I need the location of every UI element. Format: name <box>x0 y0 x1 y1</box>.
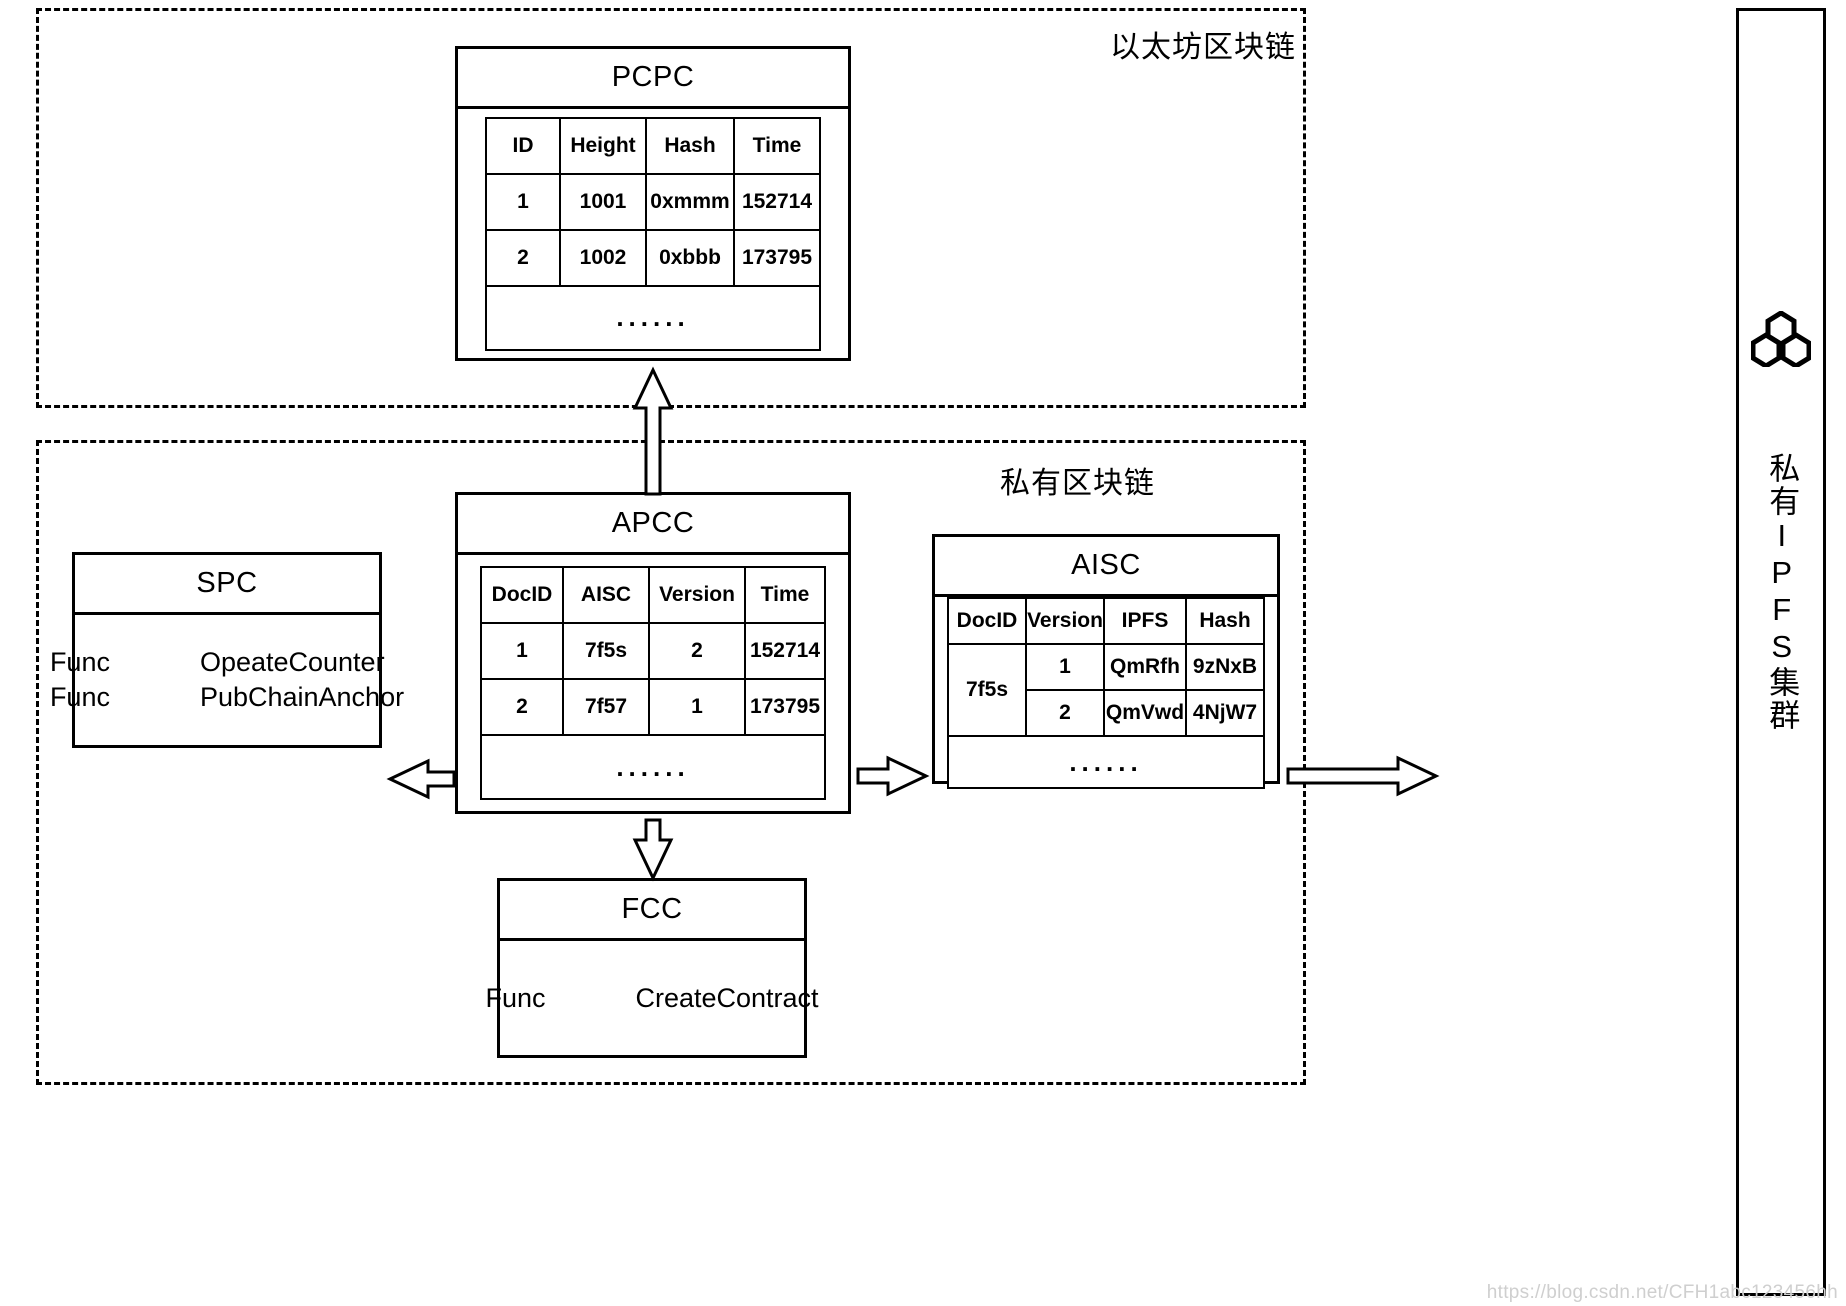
fcc-title: FCC <box>500 881 804 941</box>
ipfs-hexagon-logo <box>1750 310 1812 372</box>
apcc-title: APCC <box>458 495 848 555</box>
aisc-r1-version: 2 <box>1025 689 1105 737</box>
apcc-ellipsis: ...... <box>480 734 826 800</box>
arrow-apcc-to-spc <box>386 758 456 800</box>
apcc-table-ellipsis-row: ...... <box>480 734 826 800</box>
apcc-r0-aisc: 7f5s <box>562 622 650 680</box>
pcpc-col-time: Time <box>733 116 821 175</box>
private-blockchain-zone <box>36 440 1306 1085</box>
apcc-r1-version: 1 <box>648 678 746 736</box>
arrow-apcc-to-pcpc <box>632 366 674 496</box>
aisc-r0-ipfs: QmRfh <box>1103 643 1187 691</box>
aisc-r1-ipfs: QmVwd <box>1103 689 1187 737</box>
aisc-table: DocID Version IPFS Hash 7f5s 1 QmRfh 9zN… <box>947 597 1265 789</box>
pcpc-title: PCPC <box>458 49 848 109</box>
aisc-table-header-row: DocID Version IPFS Hash <box>947 597 1265 645</box>
apcc-col-time: Time <box>744 566 826 624</box>
pcpc-table: ID Height Hash Time 1 1001 0xmmm 152714 … <box>485 116 821 351</box>
apcc-r1-aisc: 7f57 <box>562 678 650 736</box>
aisc-col-ipfs: IPFS <box>1103 597 1187 645</box>
aisc-r0-version: 1 <box>1025 643 1105 691</box>
aisc-title: AISC <box>935 537 1277 597</box>
spc-title: SPC <box>75 555 379 615</box>
aisc-r0-hash: 9zNxB <box>1185 643 1265 691</box>
fcc-function-row: Func CreateContract <box>485 983 818 1014</box>
apcc-r0-version: 2 <box>648 622 746 680</box>
pcpc-table-row: 2 1002 0xbbb 173795 <box>485 228 821 287</box>
aisc-table-ellipsis-row: ...... <box>947 735 1265 789</box>
apcc-r0-time: 152714 <box>744 622 826 680</box>
spc-function-row: Func OpeateCounter <box>50 647 404 678</box>
aisc-contract-box: AISC DocID Version IPFS Hash <box>932 534 1280 789</box>
apcc-body: DocID AISC Version Time 1 7f5s 2 152714 … <box>458 555 848 811</box>
apcc-r0-docid: 1 <box>480 622 564 680</box>
spc-func-name-0: OpeateCounter <box>199 647 385 677</box>
private-blockchain-zone-label: 私有区块链 <box>1000 467 1155 500</box>
fcc-contract-box: FCC Func CreateContract <box>485 878 819 1058</box>
pcpc-r0-hash: 0xmmm <box>645 172 735 231</box>
apcc-table-row: 2 7f57 1 173795 <box>480 678 826 736</box>
fcc-body: Func CreateContract <box>485 941 818 1055</box>
pcpc-r0-time: 152714 <box>733 172 821 231</box>
watermark-text: https://blog.csdn.net/CFH1abc123456hh <box>1486 1282 1838 1303</box>
pcpc-ellipsis: ...... <box>485 284 821 351</box>
apcc-table-header-row: DocID AISC Version Time <box>480 566 826 624</box>
apcc-table-row: 1 7f5s 2 152714 <box>480 622 826 680</box>
aisc-ellipsis: ...... <box>947 735 1265 789</box>
pcpc-contract-box: PCPC ID Height Hash Time 1 <box>455 46 851 361</box>
fcc-func-name-0: CreateContract <box>635 982 819 1013</box>
pcpc-r0-id: 1 <box>485 172 561 231</box>
ethereum-blockchain-zone-label: 以太坊区块链 <box>1110 31 1296 64</box>
arrow-aisc-to-ipfs-cluster <box>1286 755 1440 797</box>
private-ipfs-cluster-panel: 私有IPFS集群 <box>1736 8 1826 1296</box>
pcpc-r1-hash: 0xbbb <box>645 228 735 287</box>
aisc-docid-merged: 7f5s <box>947 643 1027 737</box>
fcc-function-list: Func CreateContract <box>485 983 818 1014</box>
aisc-body: DocID Version IPFS Hash 7f5s 1 QmRfh 9zN… <box>935 597 1277 789</box>
arrow-apcc-to-aisc <box>856 755 930 797</box>
apcc-col-version: Version <box>648 566 746 624</box>
pcpc-col-id: ID <box>485 116 561 175</box>
pcpc-table-row: 1 1001 0xmmm 152714 <box>485 172 821 231</box>
spc-function-row: Func PubChainAnchor <box>50 682 404 713</box>
spc-func-name-1: PubChainAnchor <box>199 682 405 712</box>
apcc-r1-time: 173795 <box>744 678 826 736</box>
apcc-contract-box: APCC DocID AISC Version Time <box>455 492 851 814</box>
aisc-col-docid: DocID <box>947 597 1027 645</box>
pcpc-r1-id: 2 <box>485 228 561 287</box>
aisc-table-row: 2 QmVwd 4NjW7 <box>948 689 1265 737</box>
pcpc-col-height: Height <box>559 116 647 175</box>
pcpc-col-hash: Hash <box>645 116 735 175</box>
aisc-col-hash: Hash <box>1185 597 1265 645</box>
apcc-col-docid: DocID <box>480 566 564 624</box>
pcpc-table-ellipsis-row: ...... <box>485 284 821 351</box>
apcc-col-aisc: AISC <box>562 566 650 624</box>
apcc-table: DocID AISC Version Time 1 7f5s 2 152714 … <box>480 566 826 800</box>
arrow-apcc-to-fcc <box>632 818 674 882</box>
fcc-func-keyword-0: Func <box>485 982 546 1013</box>
spc-func-keyword-1: Func <box>49 682 110 712</box>
aisc-table-row: 7f5s 1 QmRfh 9zNxB <box>947 643 1265 737</box>
spc-function-list: Func OpeateCounter Func PubChainAnchor <box>50 647 404 713</box>
pcpc-r1-time: 173795 <box>733 228 821 287</box>
spc-contract-box: SPC Func OpeateCounter Func PubChainAnch… <box>50 552 404 748</box>
pcpc-body: ID Height Hash Time 1 1001 0xmmm 152714 … <box>458 109 848 358</box>
pcpc-r1-height: 1002 <box>559 228 647 287</box>
pcpc-table-header-row: ID Height Hash Time <box>485 116 821 175</box>
private-ipfs-cluster-label: 私有IPFS集群 <box>1764 452 1800 732</box>
aisc-r1-hash: 4NjW7 <box>1185 689 1265 737</box>
spc-body: Func OpeateCounter Func PubChainAnchor <box>50 615 404 745</box>
pcpc-r0-height: 1001 <box>559 172 647 231</box>
aisc-col-version: Version <box>1025 597 1105 645</box>
apcc-r1-docid: 2 <box>480 678 564 736</box>
spc-func-keyword-0: Func <box>49 647 110 677</box>
